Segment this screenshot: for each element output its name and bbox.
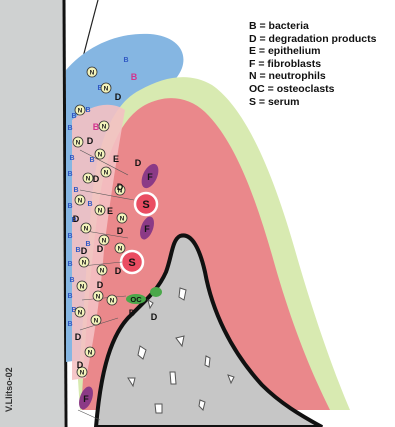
fibroblast-letter: F: [147, 172, 153, 182]
serum-letter: S: [142, 199, 149, 211]
degradation-letter: D: [115, 92, 122, 102]
bacteria-letter: B: [67, 321, 72, 328]
neutrophil-letter: N: [86, 176, 91, 183]
degradation-letter: D: [77, 360, 84, 370]
bacteria-letter: B: [69, 155, 74, 162]
legend-item-bacteria: B = bacteria: [249, 20, 376, 33]
degradation-letter: D: [97, 244, 104, 254]
bacteria-letter: B: [73, 187, 78, 194]
bacteria-letter: B: [71, 113, 76, 120]
legend: B = bacteria D = degradation products E …: [249, 20, 376, 108]
bacteria-letter: B: [131, 72, 138, 82]
serum-letter: S: [128, 257, 135, 269]
legend-item-fibroblasts: F = fibroblasts: [249, 58, 376, 71]
neutrophil-letter: N: [98, 208, 103, 215]
neutrophil-letter: N: [110, 298, 115, 305]
bacteria-letter: B: [67, 233, 72, 240]
degradation-letter: D: [117, 182, 124, 192]
osteoclast-cell: [150, 287, 162, 297]
bacteria-letter: B: [89, 157, 94, 164]
degradation-letter: D: [81, 246, 88, 256]
degradation-letter: D: [87, 136, 94, 146]
neutrophil-letter: N: [84, 226, 89, 233]
neutrophil-letter: N: [120, 216, 125, 223]
legend-item-degradation-products: D = degradation products: [249, 33, 376, 46]
neutrophil-letter: N: [78, 198, 83, 205]
epithelium-letter: E: [107, 206, 113, 216]
bacteria-letter: B: [67, 261, 72, 268]
neutrophil-letter: N: [80, 370, 85, 377]
neutrophil-letter: N: [118, 246, 123, 253]
neutrophil-letter: N: [104, 86, 109, 93]
legend-item-serum: S = serum: [249, 96, 376, 109]
fibroblast-letter: F: [144, 224, 150, 234]
bacteria-letter: B: [67, 125, 72, 132]
neutrophil-letter: N: [100, 268, 105, 275]
neutrophil-letter: N: [94, 318, 99, 325]
bacteria-letter: B: [69, 277, 74, 284]
tooth-edge-line: [64, 0, 66, 427]
bacteria-letter: B: [123, 57, 128, 64]
neutrophil-letter: N: [80, 284, 85, 291]
neutrophil-letter: N: [88, 350, 93, 357]
legend-item-epithelium: E = epithelium: [249, 45, 376, 58]
degradation-letter: D: [93, 174, 100, 184]
bacteria-letter: B: [85, 107, 90, 114]
neutrophil-letter: N: [104, 170, 109, 177]
degradation-letter: D: [151, 312, 158, 322]
neutrophil-letter: N: [98, 152, 103, 159]
osteoclast-label: OC: [130, 295, 142, 304]
neutrophil-letter: N: [78, 310, 83, 317]
degradation-letter: D: [135, 158, 142, 168]
degradation-letter: D: [75, 332, 82, 342]
bacteria-letter: B: [67, 203, 72, 210]
neutrophil-letter: N: [102, 124, 107, 131]
neutrophil-letter: N: [76, 140, 81, 147]
legend-item-neutrophils: N = neutrophils: [249, 70, 376, 83]
degradation-letter: D: [129, 308, 136, 318]
neutrophil-letter: N: [78, 108, 83, 115]
bacteria-letter: B: [67, 171, 72, 178]
degradation-letter: D: [115, 266, 122, 276]
author-credit: V.Llitso-02: [4, 367, 14, 412]
degradation-letter: D: [117, 226, 124, 236]
epithelium-letter: E: [113, 154, 119, 164]
neutrophil-letter: N: [96, 294, 101, 301]
neutrophil-letter: N: [90, 70, 95, 77]
degradation-letter: D: [73, 214, 80, 224]
bacteria-letter: B: [87, 201, 92, 208]
neutrophil-letter: N: [82, 260, 87, 267]
fibroblast-letter: F: [83, 394, 89, 404]
degradation-letter: D: [97, 280, 104, 290]
tooth-surface: [0, 0, 64, 427]
bacteria-letter: B: [67, 293, 72, 300]
legend-item-osteoclasts: OC = osteoclasts: [249, 83, 376, 96]
